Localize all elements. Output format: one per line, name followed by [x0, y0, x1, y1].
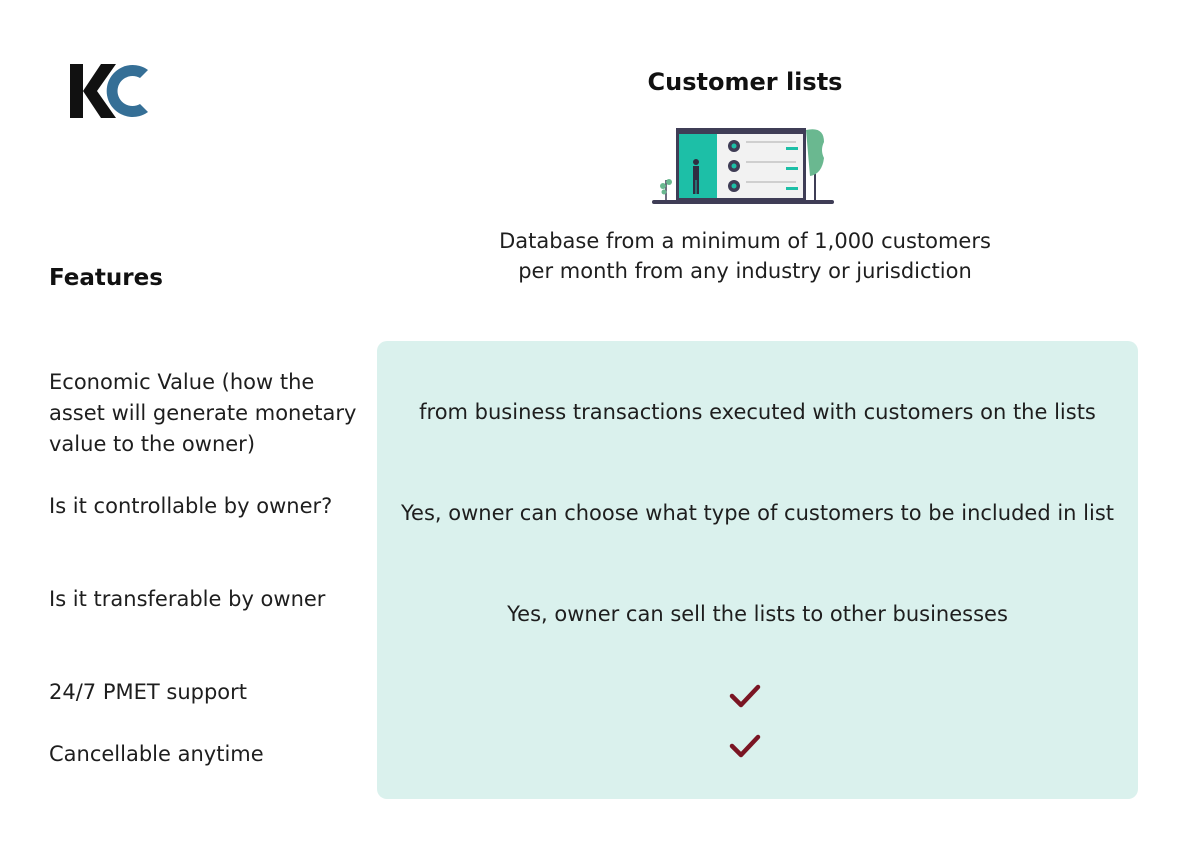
feature-value-transferable: Yes, owner can sell the lists to other b… [507, 602, 1008, 626]
feature-label-economic-value: Economic Value (how the asset will gener… [49, 367, 369, 460]
page-title: Customer lists [647, 68, 843, 96]
description-line: Database from a minimum of 1,000 custome… [499, 229, 991, 253]
feature-label-line: Economic Value (how the [49, 370, 315, 394]
features-heading: Features [49, 265, 163, 291]
description-line: per month from any industry or jurisdict… [518, 259, 972, 283]
checkmark-icon [728, 683, 762, 709]
feature-label-controllable: Is it controllable by owner? [49, 494, 333, 518]
feature-label-cancellable: Cancellable anytime [49, 742, 264, 766]
checkmark-icon [728, 733, 762, 759]
kc-logo [68, 62, 152, 120]
feature-label-line: value to the owner) [49, 432, 256, 456]
feature-value-economic-value: from business transactions executed with… [419, 400, 1096, 424]
feature-label-transferable: Is it transferable by owner [49, 587, 326, 611]
customer-database-illustration [648, 124, 838, 208]
product-description: Database from a minimum of 1,000 custome… [480, 226, 1010, 286]
feature-label-support: 24/7 PMET support [49, 680, 248, 704]
feature-value-controllable: Yes, owner can choose what type of custo… [400, 501, 1114, 525]
feature-label-line: asset will generate monetary [49, 401, 357, 425]
values-panel [377, 341, 1138, 799]
